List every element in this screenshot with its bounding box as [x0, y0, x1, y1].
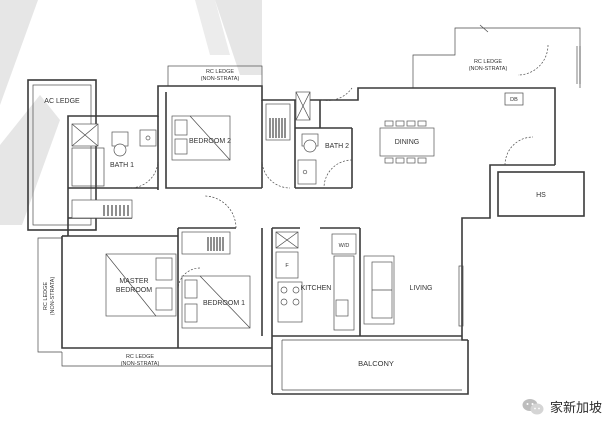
watermark-text: 家新加坡: [549, 401, 602, 416]
bed-master: [105, 253, 177, 317]
label-left-ledge-2: (NON-STRATA): [50, 277, 56, 316]
label-bedroom2: BEDROOM 2: [189, 138, 231, 145]
bed-bedroom1: [181, 275, 251, 329]
ac-ledge-outline: [27, 79, 97, 231]
right-rc-ledge: [412, 27, 581, 88]
label-hs: HS: [536, 192, 546, 199]
label-fridge: F: [285, 263, 289, 269]
label-bath2: BATH 2: [325, 143, 349, 150]
label-bath1: BATH 1: [110, 162, 134, 169]
doors: [129, 44, 549, 291]
ac-ledge-inner: [32, 84, 92, 226]
left-rc-ledge: [37, 237, 62, 353]
hs-room: [497, 171, 585, 217]
wardrobe-bedroom2: [265, 103, 291, 141]
label-balcony: BALCONY: [358, 359, 394, 368]
bath2-fixtures: [295, 91, 319, 185]
label-bottom-ledge-2: (NON-STRATA): [121, 361, 160, 367]
label-right-ledge-2: (NON-STRATA): [469, 66, 508, 72]
label-bedroom1: BEDROOM 1: [203, 300, 245, 307]
interior-walls: [68, 92, 462, 391]
label-living: LIVING: [410, 285, 433, 292]
bath1-fixtures: [71, 123, 157, 187]
label-master-line2: BEDROOM: [116, 287, 152, 294]
label-kitchen: KITCHEN: [301, 285, 332, 292]
wardrobe-bath1: [71, 199, 133, 219]
kitchen-fixtures: [275, 231, 357, 331]
watermark: 家新加坡: [522, 397, 602, 416]
label-wd: W/D: [339, 243, 350, 249]
label-master-line1: MASTER: [119, 278, 148, 285]
wechat-icon: [522, 398, 544, 414]
label-db: DB: [510, 97, 518, 103]
wardrobe-master: [181, 231, 231, 255]
living-window: [458, 265, 464, 327]
outer-walls: [61, 85, 556, 395]
bottom-rc-ledge: [61, 352, 273, 367]
label-left-ledge-1: RC LEDGE: [43, 282, 49, 310]
dining-set: [379, 120, 435, 164]
label-dining: DINING: [395, 139, 420, 146]
background-shapes: [0, 0, 262, 225]
sofa: [363, 255, 395, 325]
label-bottom-ledge-1: RC LEDGE: [126, 354, 154, 360]
label-right-ledge-1: RC LEDGE: [474, 59, 502, 65]
db-box: [504, 92, 524, 106]
label-top-ledge-2: (NON-STRATA): [201, 76, 240, 82]
bed-bedroom2: [171, 115, 231, 161]
label-ac-ledge: AC LEDGE: [44, 98, 80, 105]
label-top-ledge-1: RC LEDGE: [206, 69, 234, 75]
wardrobes: [71, 103, 291, 255]
